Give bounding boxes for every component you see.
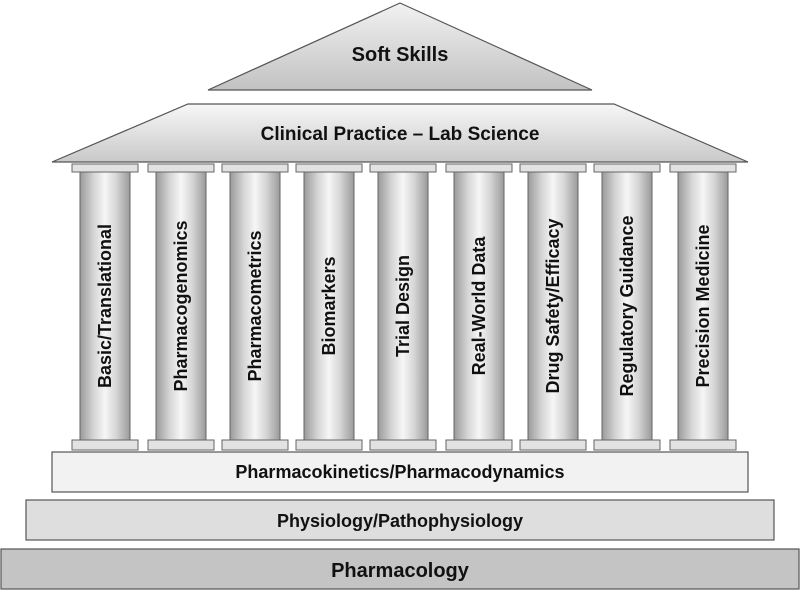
pediment: Clinical Practice – Lab Science [51, 103, 749, 163]
foundation-label-top: Pharmacokinetics/Pharmacodynamics [235, 462, 564, 482]
pillar-base [147, 439, 215, 451]
pillar-base [221, 439, 289, 451]
roof-label: Soft Skills [352, 44, 449, 66]
pillar-shaft [527, 171, 579, 441]
pillar-cap [669, 163, 737, 173]
pillar-cap [445, 163, 513, 173]
pillar-cap [369, 163, 437, 173]
pillar-base [295, 439, 363, 451]
pillar: Regulatory Guidance [593, 163, 661, 451]
pediment-trapezoid [51, 103, 749, 163]
pediment-label: Clinical Practice – Lab Science [261, 124, 540, 145]
roof: Soft Skills [207, 2, 593, 91]
pillar-cap [221, 163, 289, 173]
pillar-label: Real-World Data [469, 236, 489, 376]
pillar-base [369, 439, 437, 451]
roof-triangle [207, 2, 593, 91]
pillar-shaft [155, 171, 207, 441]
foundation-step-middle [25, 499, 775, 541]
pillar-label: Pharmacometrics [245, 230, 265, 381]
pillar-label: Trial Design [393, 255, 413, 357]
pillar-shaft [601, 171, 653, 441]
pillar-base [445, 439, 513, 451]
pillar-label: Precision Medicine [693, 224, 713, 387]
pillar-base [593, 439, 661, 451]
pillar: Pharmacogenomics [147, 163, 215, 451]
pillar: Pharmacometrics [221, 163, 289, 451]
pillars: Basic/Translational Pharmacogenomics Pha… [71, 163, 737, 451]
pillar-cap [519, 163, 587, 173]
pillar-shaft [677, 171, 729, 441]
foundation-label-bottom: Pharmacology [331, 560, 470, 582]
pillar: Precision Medicine [669, 163, 737, 451]
pillar-cap [71, 163, 139, 173]
foundation-label-middle: Physiology/Pathophysiology [277, 511, 523, 531]
pillar-label: Drug Safety/Efficacy [543, 218, 563, 393]
pillar-base [519, 439, 587, 451]
pillar-label: Basic/Translational [95, 224, 115, 388]
pillar: Real-World Data [445, 163, 513, 451]
pillar: Trial Design [369, 163, 437, 451]
pillar-cap [593, 163, 661, 173]
pillar-cap [295, 163, 363, 173]
pillar: Biomarkers [295, 163, 363, 451]
pillar-label: Regulatory Guidance [617, 215, 637, 396]
pillar-cap [147, 163, 215, 173]
pillar-shaft [79, 171, 131, 441]
pillar-base [71, 439, 139, 451]
foundation-step-bottom [0, 548, 800, 590]
pillar-base [669, 439, 737, 451]
pillar-label: Biomarkers [319, 256, 339, 355]
pillar-label: Pharmacogenomics [171, 220, 191, 391]
pillar: Basic/Translational [71, 163, 139, 451]
foundation: Pharmacokinetics/Pharmacodynamics Physio… [0, 451, 800, 590]
foundation-step-top [51, 451, 749, 493]
pillar: Drug Safety/Efficacy [519, 163, 587, 451]
